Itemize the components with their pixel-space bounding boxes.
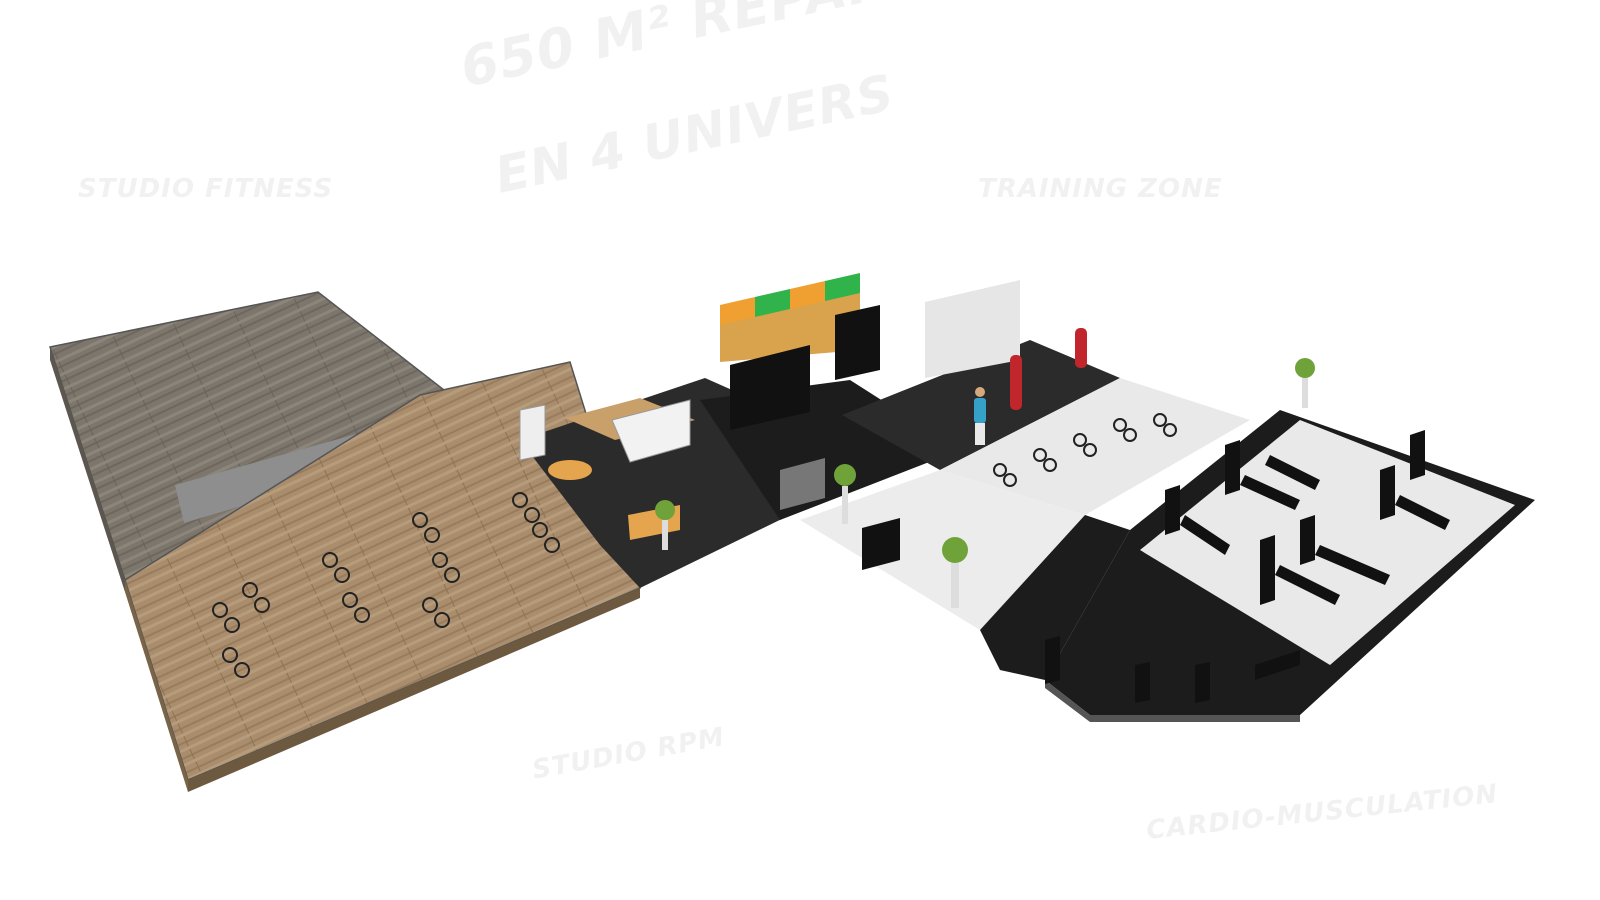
bike-icon [242, 582, 270, 613]
locker-icon [720, 297, 755, 325]
locker-icon [925, 280, 1020, 378]
tv-icon [862, 518, 900, 570]
weight-machine-icon [1275, 565, 1340, 605]
weight-machine-icon [1240, 475, 1300, 510]
locker-icon [790, 281, 825, 309]
bike-icon [1153, 413, 1177, 437]
shelf-rack [519, 404, 546, 461]
partition-wall [835, 305, 880, 380]
zone-label-studio-fitness: Studio Fitness [78, 174, 334, 204]
plant-icon [1295, 358, 1315, 408]
weight-machine-icon [1195, 662, 1210, 703]
zone-label-training-zone: Training Zone [978, 174, 1223, 204]
bike-icon [342, 592, 370, 623]
locker-block [720, 273, 1020, 378]
weight-machine-icon [1135, 662, 1150, 703]
weight-machine-icon [1300, 515, 1315, 565]
bike-icon [1073, 433, 1097, 457]
plant-icon [942, 537, 968, 608]
punching-bag-icon [1010, 355, 1022, 410]
table-icon [548, 460, 592, 480]
weight-machine-icon [1395, 495, 1450, 530]
partition-wall [730, 345, 810, 430]
bike-icon [1113, 418, 1137, 442]
bike-icon [412, 512, 440, 543]
bike-icon [432, 552, 460, 583]
weight-machine-icon [1265, 455, 1320, 490]
person-icon [974, 387, 986, 445]
weight-machine-icon [1180, 515, 1230, 555]
weight-machine-icon [1260, 535, 1275, 605]
plant-icon [834, 464, 856, 524]
locker-icon [755, 289, 790, 317]
bike-icon [532, 522, 560, 553]
locker-icon [825, 273, 860, 301]
bike-icon [422, 597, 450, 628]
weight-machine-icon [1380, 465, 1395, 520]
weight-machine-icon [1165, 485, 1180, 535]
weight-machine-icon [1255, 650, 1300, 680]
sofa [780, 458, 825, 510]
weight-machine-icon [1410, 430, 1425, 480]
bike-icon [212, 602, 240, 633]
bike-icon [993, 463, 1017, 487]
bike-icon [1033, 448, 1057, 472]
reception-desk [611, 399, 691, 463]
weight-machine-icon [1045, 636, 1060, 684]
plant-icon [655, 500, 675, 550]
bike-icon [222, 647, 250, 678]
bike-icon [322, 552, 350, 583]
bike-icon [512, 492, 540, 523]
studio-rpm-floor [124, 361, 641, 792]
weight-machine-icon [1315, 545, 1390, 585]
punching-bag-icon [1075, 328, 1087, 368]
weight-machine-icon [1225, 440, 1240, 495]
